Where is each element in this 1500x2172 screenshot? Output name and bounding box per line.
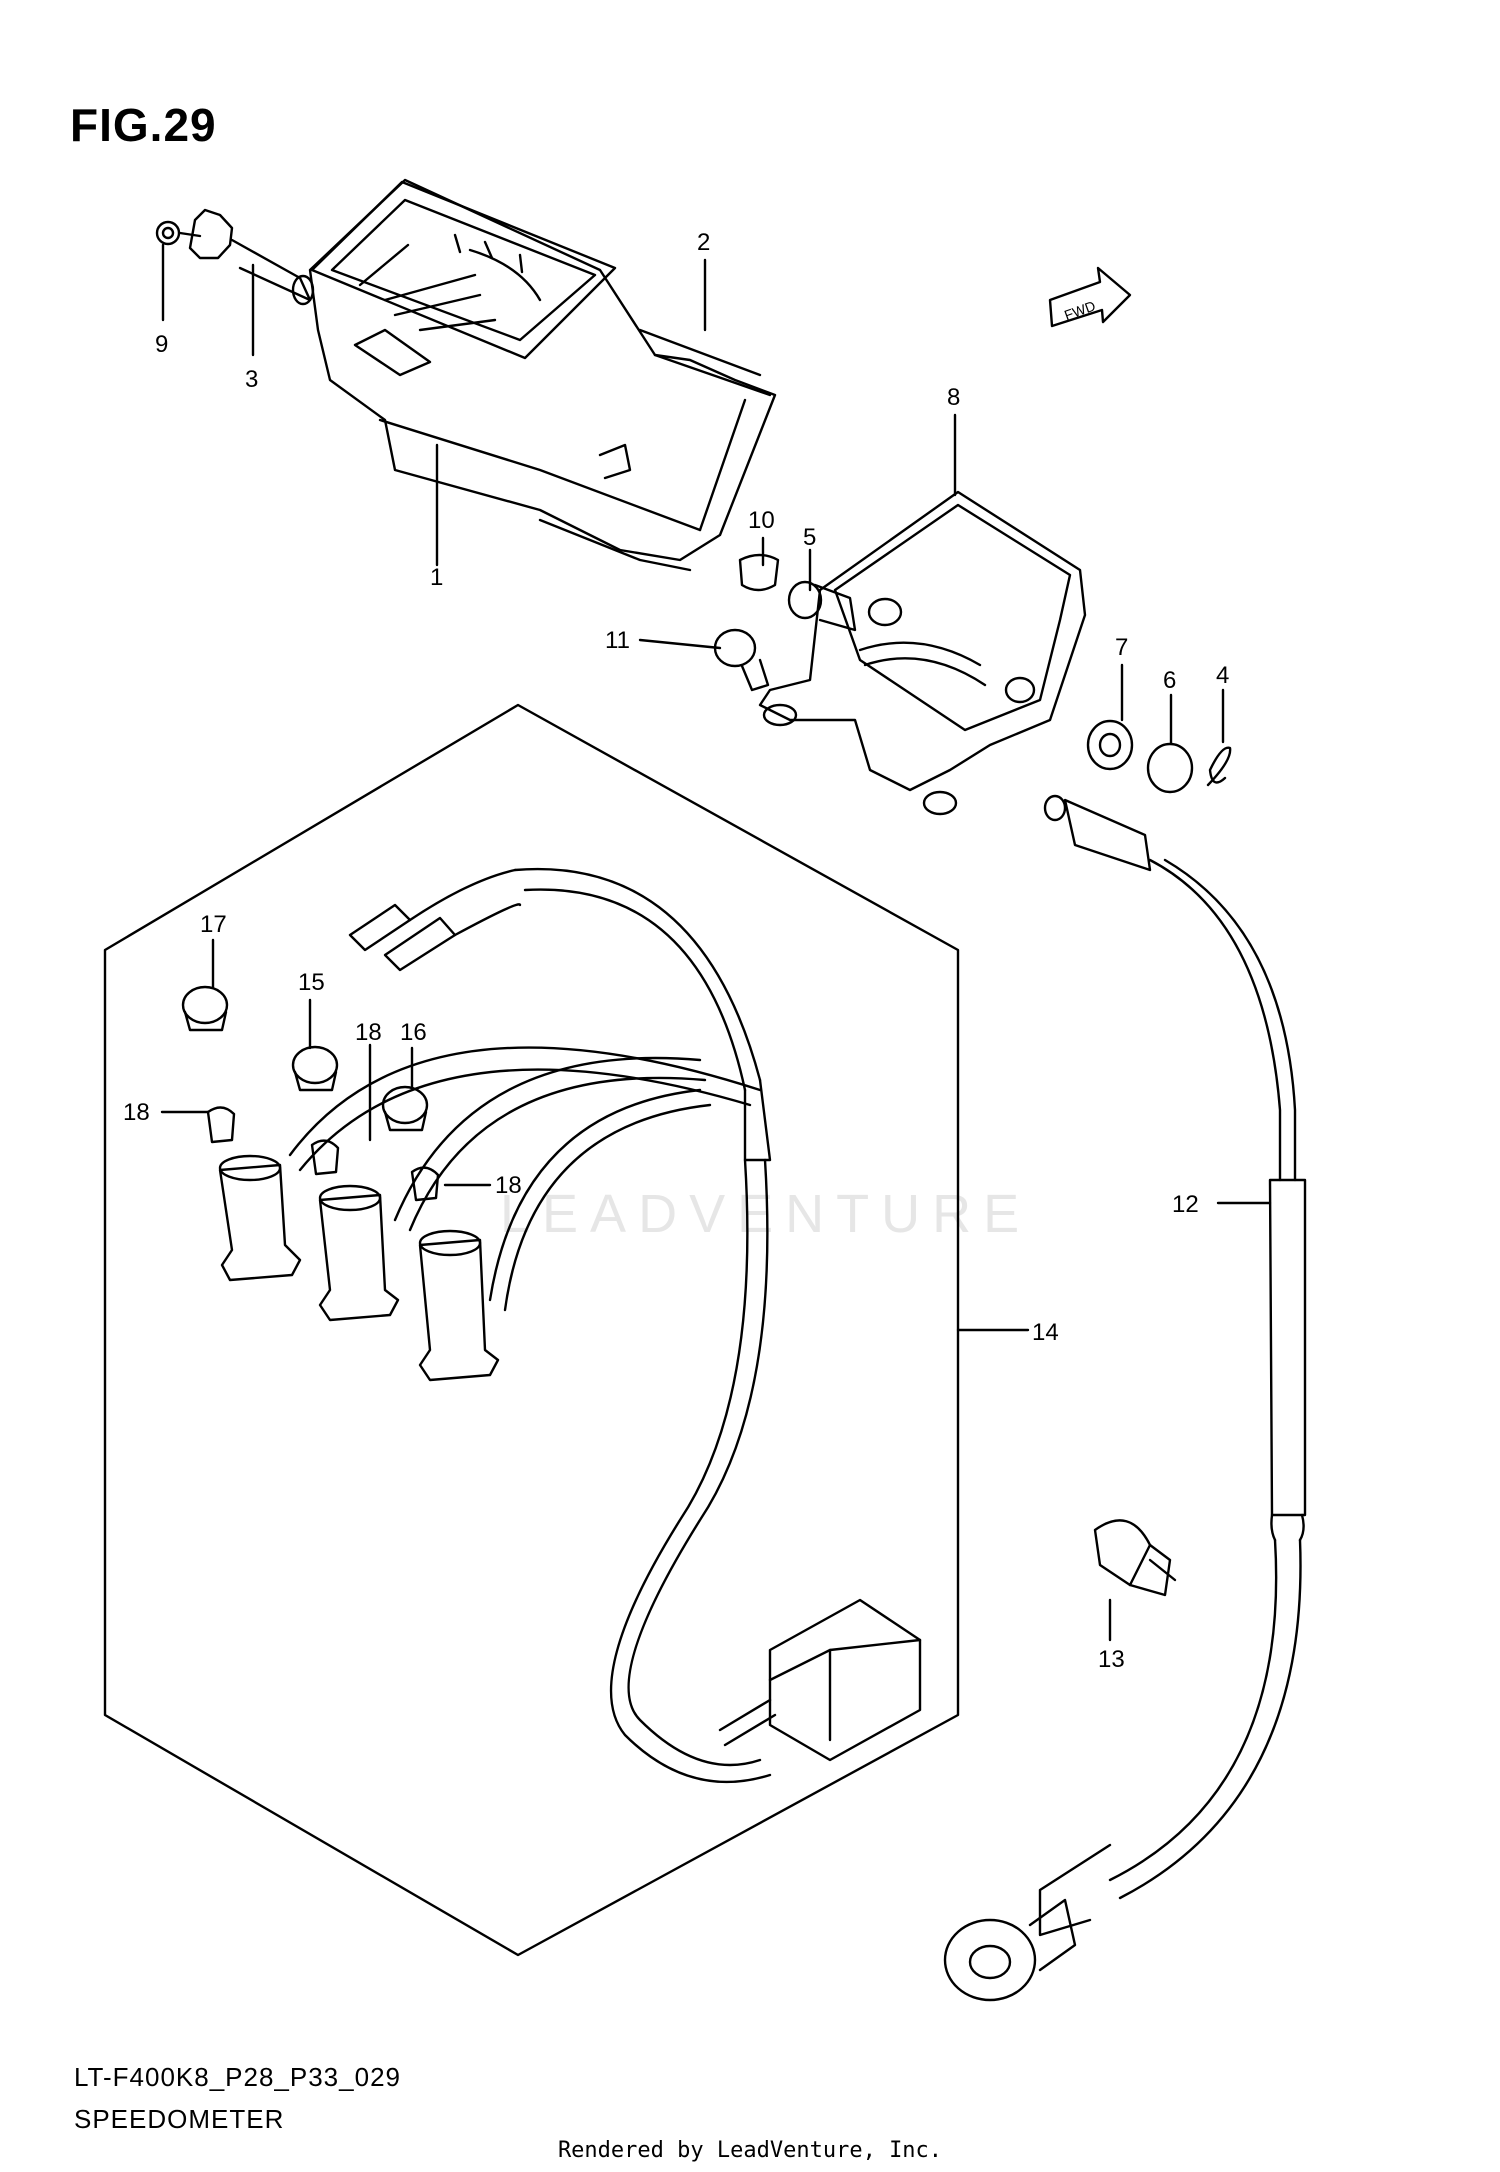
callout-18-a: 18 [123,1099,150,1126]
callout-13: 13 [1098,1646,1125,1673]
callout-7: 7 [1115,634,1128,661]
callout-8: 8 [947,384,960,411]
wiring-harness-frame [103,703,960,1957]
callout-4: 4 [1216,662,1229,689]
cable-clamp [1093,1519,1177,1597]
callout-11: 11 [605,627,630,654]
callout-9: 9 [155,331,168,358]
speedometer-cable [943,794,1307,2002]
wiring-harness [181,867,922,1784]
figure-subtitle: SPEEDOMETER [74,2104,285,2134]
callout-3: 3 [245,366,258,393]
credit-line: Rendered by LeadVenture, Inc. [557,2138,943,2163]
callout-5: 5 [803,524,816,551]
fwd-arrow-icon [1048,266,1132,328]
grommet-washer-pin [1086,719,1232,794]
fwd-label: FWD [1062,297,1097,323]
callout-6: 6 [1163,667,1176,694]
meter-case [758,490,1087,816]
callout-10: 10 [748,507,775,534]
watermark-text: LEADVENTURE [500,1184,1031,1244]
speedometer-unit [308,178,777,572]
callout-1: 1 [430,564,443,591]
leader-lines [160,243,1272,1642]
callout-2: 2 [697,229,710,256]
callout-18-c: 18 [495,1172,522,1199]
figure-title: FIG.29 [70,99,217,151]
small-hardware [713,553,857,692]
callout-12: 12 [1172,1191,1199,1218]
drive-gear-assembly [155,208,315,306]
callout-18-b: 18 [355,1019,382,1046]
model-code: LT-F400K8_P28_P33_029 [74,2062,401,2092]
callout-14: 14 [1032,1319,1059,1346]
callout-labels: 1 2 3 4 5 6 7 8 9 10 11 12 13 14 15 16 1… [123,229,1229,1673]
callout-16: 16 [400,1019,427,1046]
callout-17: 17 [200,911,227,938]
callout-15: 15 [298,969,325,996]
